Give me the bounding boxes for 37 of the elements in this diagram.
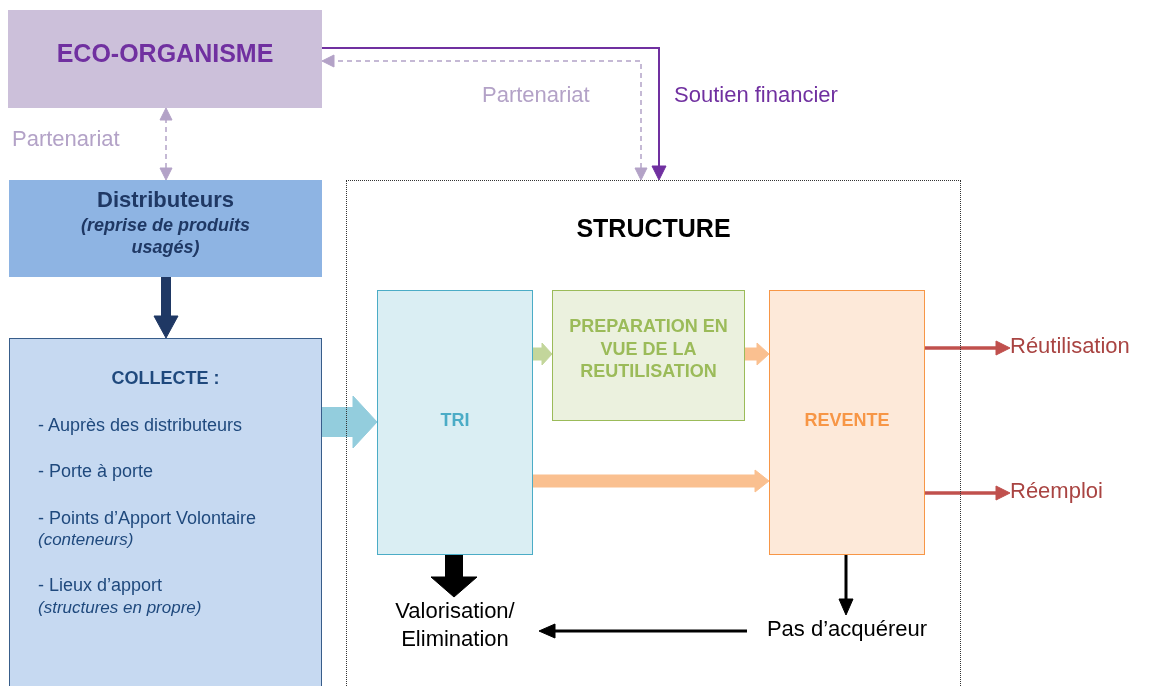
arrow — [838, 555, 854, 616]
edge-label: Partenariat — [482, 82, 590, 108]
arrow — [745, 342, 770, 366]
box-title: STRUCTURE — [575, 213, 732, 244]
organisation-box — [8, 10, 322, 108]
process-box — [769, 290, 925, 555]
outcome-label: Réemploi — [1010, 477, 1110, 505]
arrow — [322, 395, 378, 449]
arrow — [159, 107, 173, 181]
arrow — [538, 623, 747, 639]
box-title: Distributeurs — [96, 186, 235, 214]
box-text: - Auprès des distributeurs — [38, 413, 244, 436]
outcome-label: Réutilisation — [1010, 332, 1160, 360]
structure-box — [346, 180, 961, 686]
box-text: - Porte à porte — [38, 460, 155, 483]
box-title: ECO-ORGANISME — [55, 38, 275, 69]
arrow — [430, 555, 478, 598]
arrow — [153, 277, 179, 339]
collection-box — [9, 338, 322, 686]
box-title: PREPARATION EN VUE DE LA REUTILISATION — [568, 315, 729, 383]
arrow — [533, 342, 553, 366]
distributor-box — [9, 180, 322, 277]
process-box — [552, 290, 745, 421]
outcome-label: Valorisation/ Elimination — [371, 597, 539, 652]
box-title: COLLECTE : — [110, 367, 221, 390]
box-title: REVENTE — [803, 409, 891, 432]
edge-label: Partenariat — [12, 126, 120, 152]
arrow — [533, 469, 770, 493]
box-text: (reprise de produits usagés) — [80, 213, 251, 259]
process-box — [377, 290, 533, 555]
arrow — [925, 485, 1011, 501]
box-title: TRI — [439, 409, 471, 432]
box-text: - Lieux d’apport (structures en propre) — [38, 574, 203, 618]
arrow — [925, 340, 1011, 356]
edge-label: Soutien financier — [674, 82, 838, 108]
outcome-label: Pas d’acquéreur — [747, 615, 947, 643]
box-text: - Points d’Apport Volontaire (conteneurs) — [38, 506, 258, 551]
